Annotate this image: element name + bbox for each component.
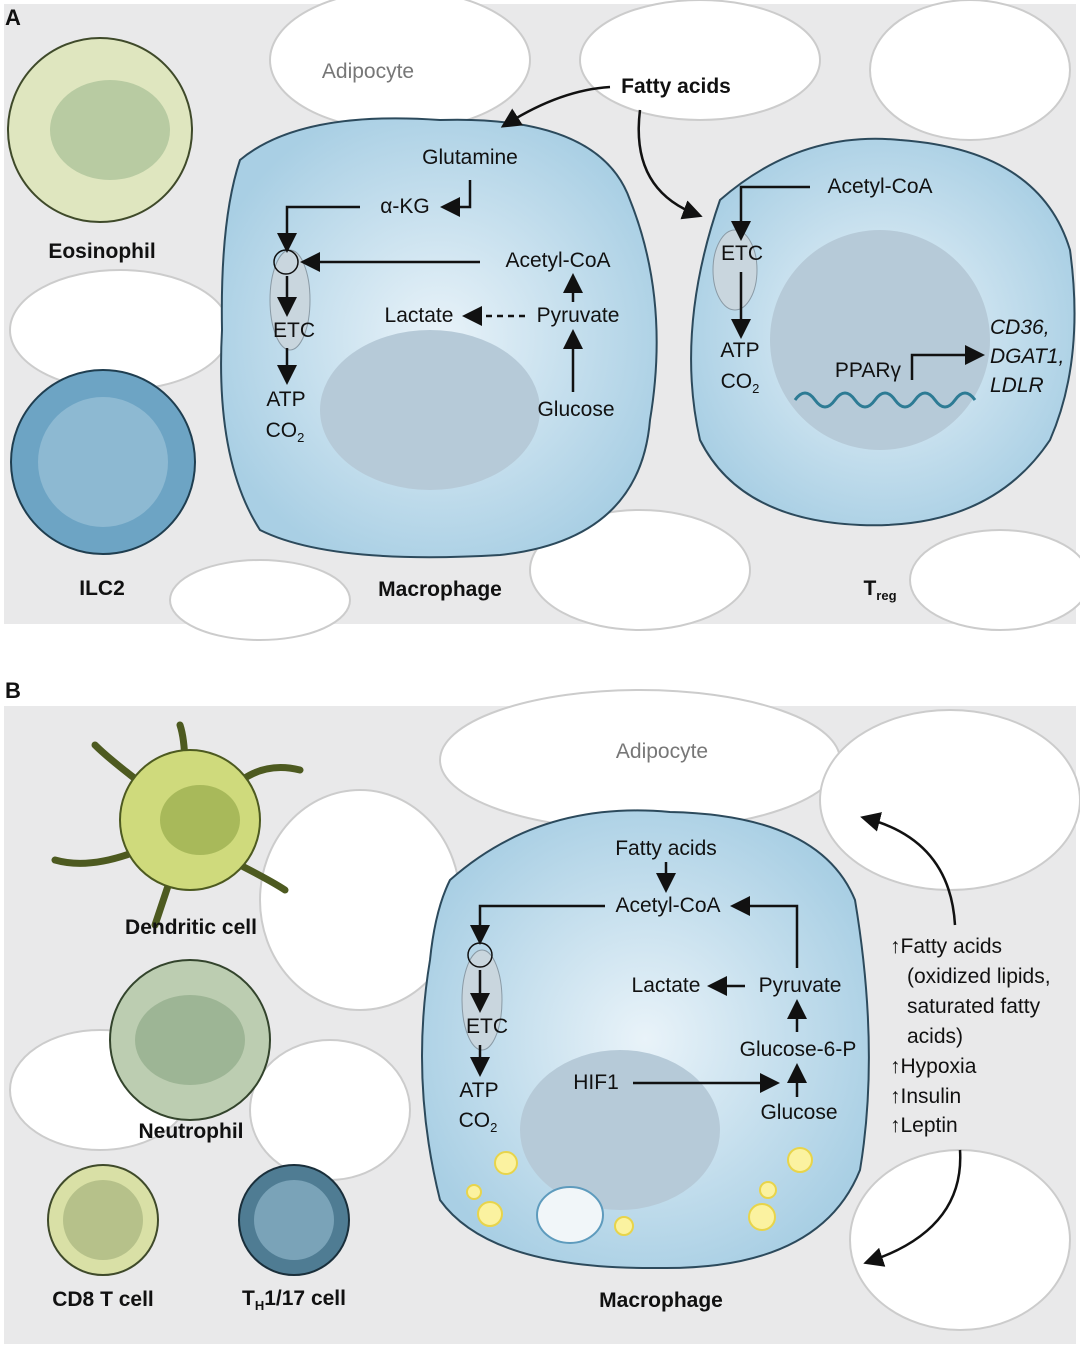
treg-atp-label: ATP	[720, 339, 760, 362]
atp-label: ATP	[459, 1079, 499, 1102]
pyruvate-label: Pyruvate	[758, 974, 842, 997]
ilc2-label: ILC2	[79, 577, 125, 600]
factor-item: (oxidized lipids,	[907, 965, 1051, 988]
co2-label: CO2	[265, 418, 305, 446]
fatty-acids-label: Fatty acids	[621, 75, 731, 98]
lactate-label: Lactate	[631, 974, 701, 997]
adipocyte-label: Adipocyte	[615, 740, 709, 763]
panel-b-label: B	[5, 678, 21, 703]
lactate-label: Lactate	[384, 304, 454, 327]
hif1-label: HIF1	[573, 1071, 619, 1094]
cd8-t-cell-label: CD8 T cell	[52, 1288, 154, 1311]
factor-item: ↑Insulin	[890, 1085, 962, 1108]
eosinophil-label: Eosinophil	[48, 240, 156, 263]
factor-item: ↑Hypoxia	[890, 1055, 977, 1078]
atp-label: ATP	[266, 388, 306, 411]
co2-label: CO2	[458, 1108, 498, 1136]
factor-item: acids)	[907, 1025, 964, 1048]
etc-label: ETC	[273, 319, 315, 342]
phagosome	[536, 1186, 604, 1244]
th-cell-label: TH1/17 cell	[242, 1286, 346, 1314]
neutrophil-label: Neutrophil	[138, 1120, 244, 1143]
etc-label: ETC	[466, 1015, 508, 1038]
pyruvate-label: Pyruvate	[536, 304, 620, 327]
acetyl-coa-label: Acetyl-CoA	[615, 894, 721, 917]
fatty-acids-label: Fatty acids	[615, 837, 717, 860]
glutamine-label: Glutamine	[422, 146, 518, 169]
acetyl-coa-label: Acetyl-CoA	[505, 249, 611, 272]
macrophage-label: Macrophage	[378, 578, 502, 601]
adipocyte-label: Adipocyte	[321, 60, 415, 83]
factor-item: ↑Leptin	[890, 1114, 958, 1137]
gene-label: DGAT1,	[990, 345, 1065, 368]
glucose-6-p-label: Glucose-6-P	[739, 1038, 857, 1061]
treg-label: Treg	[863, 576, 897, 604]
treg-co2-label: CO2	[720, 369, 760, 397]
dendritic-cell-label: Dendritic cell	[125, 916, 257, 939]
gene-label: LDLR	[990, 374, 1044, 397]
dna-icon	[793, 391, 977, 409]
lipid-droplets	[466, 1147, 813, 1236]
panel-a-label: A	[5, 5, 21, 30]
glucose-label: Glucose	[537, 398, 615, 421]
ppar-label: PPARγ	[834, 359, 902, 382]
factor-item: saturated fatty	[907, 995, 1041, 1018]
treg-acetyl-coa-label: Acetyl-CoA	[827, 175, 933, 198]
macrophage-label: Macrophage	[599, 1289, 723, 1312]
akg-label: α-KG	[380, 195, 430, 218]
glucose-label: Glucose	[760, 1101, 838, 1124]
treg-etc-label: ETC	[721, 242, 763, 265]
factor-item: ↑Fatty acids	[890, 935, 1003, 958]
gene-label: CD36,	[990, 316, 1050, 339]
